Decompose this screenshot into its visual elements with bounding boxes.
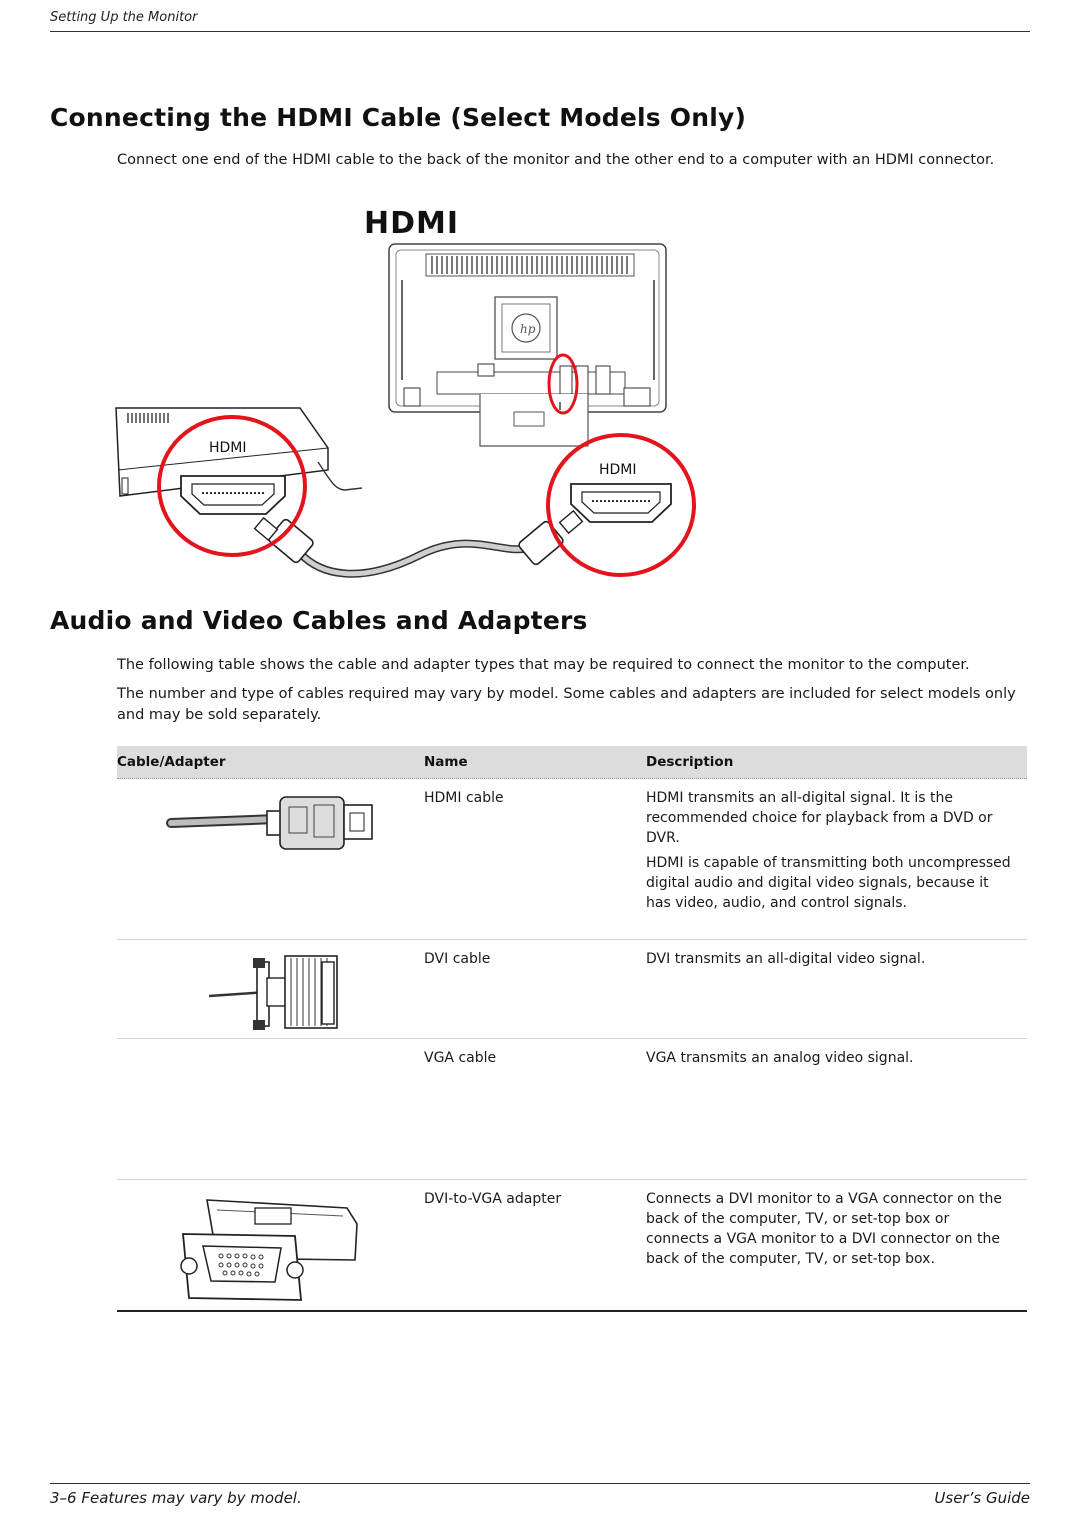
cable-table: Cable/Adapter Name Description HDMI cabl… <box>117 746 1027 1312</box>
cable-description: HDMI transmits an all-digital signal. It… <box>646 788 1016 918</box>
column-header-cable: Cable/Adapter <box>117 754 226 770</box>
cable-name: HDMI cable <box>424 790 504 806</box>
cable-name: VGA cable <box>424 1050 497 1066</box>
hdmi-port-monitor-icon <box>570 483 672 523</box>
port-label-monitor: HDMI <box>599 462 637 478</box>
cable-description: Connects a DVI monitor to a VGA connecto… <box>646 1189 1016 1274</box>
column-header-name: Name <box>424 754 468 770</box>
table-row: DVI-to-VGA adapter Connects a DVI monito… <box>117 1180 1027 1312</box>
hdmi-plug-left-icon <box>253 516 314 564</box>
hdmi-connection-diagram: hp HDMI HDMI <box>115 243 696 578</box>
dvi-to-vga-adapter-icon <box>180 1199 358 1301</box>
header-rule <box>50 31 1030 32</box>
table-row: DVI cable DVI transmits an all-digital v… <box>117 940 1027 1039</box>
port-label-computer: HDMI <box>209 440 247 456</box>
monitor-back-icon: hp <box>388 243 667 447</box>
av-paragraph-1: The following table shows the cable and … <box>117 657 970 673</box>
cable-name: DVI-to-VGA adapter <box>424 1191 562 1207</box>
description-text: VGA transmits an analog video signal. <box>646 1050 914 1066</box>
footer-guide-title: User’s Guide <box>934 1489 1030 1507</box>
footer-rule <box>50 1483 1030 1484</box>
diagram-title: HDMI <box>364 206 460 241</box>
hdmi-cable-icon <box>166 796 373 850</box>
footer-page-note: 3–6 Features may vary by model. <box>50 1489 302 1507</box>
column-header-description: Description <box>646 754 734 770</box>
cable-name: DVI cable <box>424 951 491 967</box>
description-text: HDMI transmits an all-digital signal. It… <box>646 790 993 846</box>
hdmi-port-computer-icon <box>180 475 286 515</box>
section-title-av: Audio and Video Cables and Adapters <box>50 606 588 635</box>
hdmi-instructions: Connect one end of the HDMI cable to the… <box>117 152 995 168</box>
av-paragraph-2: The number and type of cables required m… <box>117 686 1016 723</box>
description-text: DVI transmits an all-digital video signa… <box>646 951 926 967</box>
table-row: VGA cable VGA transmits an analog video … <box>117 1039 1027 1180</box>
cable-description: VGA transmits an analog video signal. <box>646 1048 1016 1073</box>
table-row: HDMI cable HDMI transmits an all-digital… <box>117 779 1027 940</box>
cable-description: DVI transmits an all-digital video signa… <box>646 949 1016 974</box>
description-text: Connects a DVI monitor to a VGA connecto… <box>646 1191 1003 1267</box>
table-header: Cable/Adapter Name Description <box>117 746 1027 779</box>
running-header: Setting Up the Monitor <box>50 10 198 25</box>
section-title-hdmi: Connecting the HDMI Cable (Select Models… <box>50 103 747 132</box>
dvi-cable-icon <box>208 955 338 1030</box>
description-text: HDMI is capable of transmitting both unc… <box>646 855 1011 911</box>
svg-text:hp: hp <box>520 322 536 336</box>
